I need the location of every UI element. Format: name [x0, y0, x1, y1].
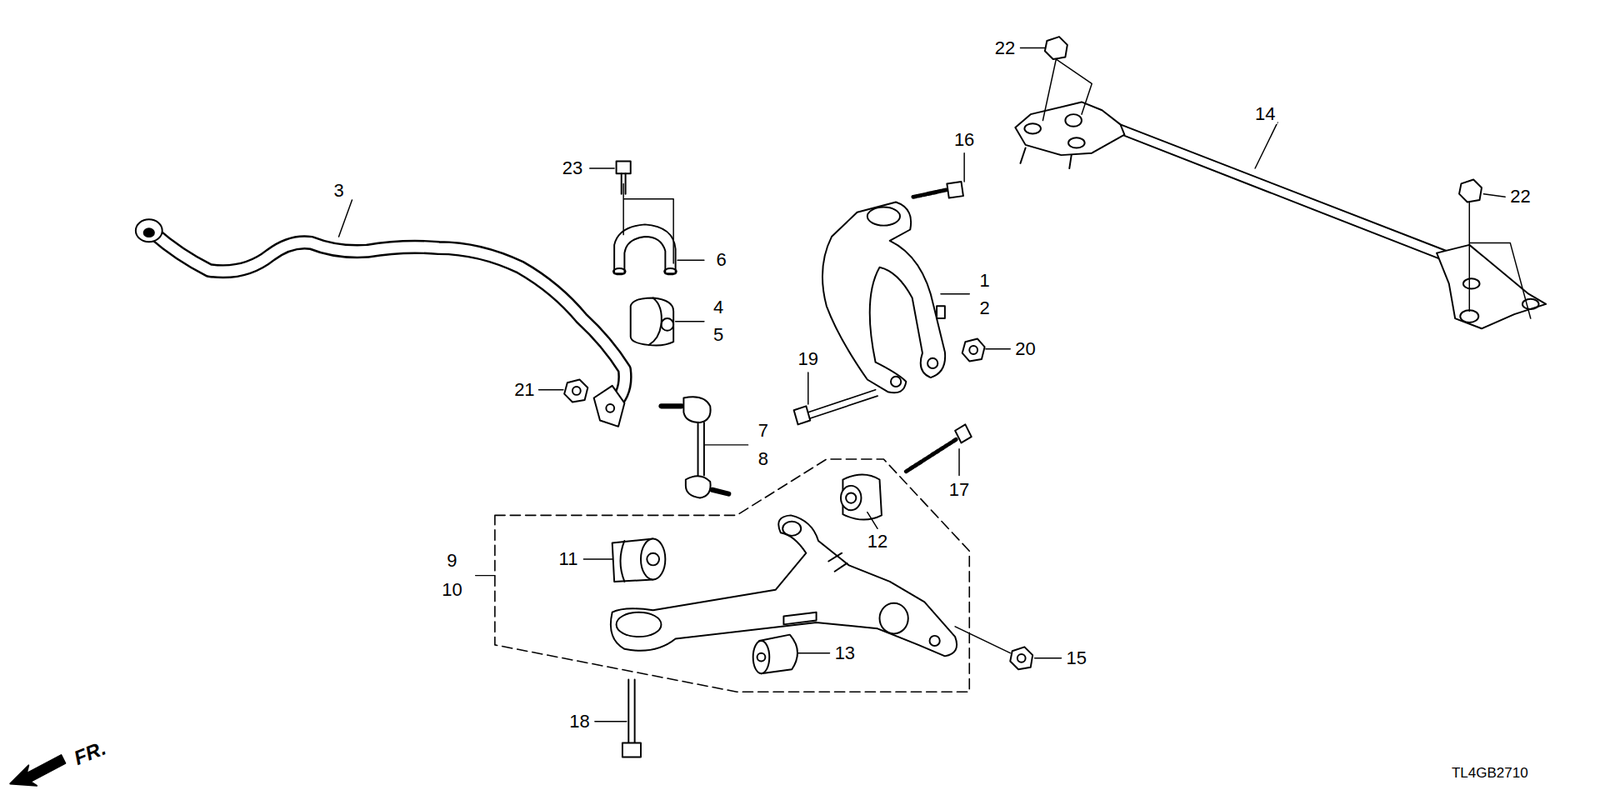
callout-number: 20	[1013, 339, 1037, 360]
callout-number: 12	[865, 531, 890, 552]
callout-number: 23	[560, 158, 585, 179]
callout-number: 2	[978, 298, 992, 319]
callout-number: 21	[512, 380, 536, 400]
diagram-code: TL4GB2710	[1450, 765, 1530, 782]
front-indicator: FR.	[69, 735, 110, 770]
callout-number: 17	[947, 480, 971, 500]
callout-number: 11	[557, 549, 580, 570]
callout-number: 7	[756, 420, 770, 441]
callout-number: 10	[440, 580, 464, 600]
callout-number: 13	[833, 643, 857, 664]
callout-number: 18	[567, 711, 591, 732]
callout-number: 1	[978, 270, 992, 291]
callout-number: 22	[1508, 186, 1532, 207]
callout-number: 19	[796, 349, 820, 370]
callout-number: 16	[952, 130, 976, 150]
callout-number: 15	[1065, 648, 1089, 669]
callout-number: 14	[1253, 104, 1277, 125]
callout-number: 22	[993, 37, 1017, 58]
callout-number: 6	[715, 250, 729, 270]
callout-number: 5	[711, 325, 725, 345]
callout-number: 8	[756, 449, 770, 470]
callout-number: 3	[331, 180, 345, 201]
callout-number: 9	[445, 550, 459, 571]
callout-number: 4	[711, 296, 725, 317]
